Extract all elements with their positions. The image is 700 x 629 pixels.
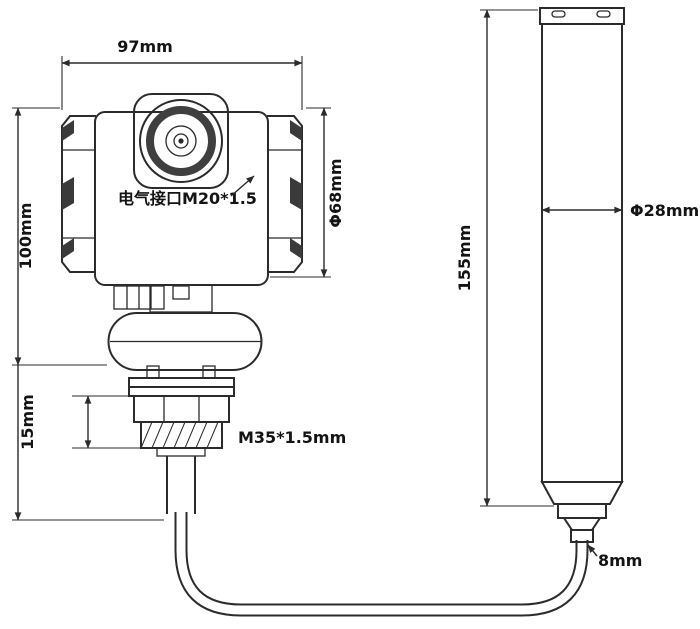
cable-core bbox=[176, 512, 587, 615]
dim-housing-diameter: Φ68mm bbox=[270, 107, 345, 278]
dim-cable-diameter: 8mm bbox=[587, 544, 642, 570]
bolt-right bbox=[202, 365, 216, 379]
dim-label-housing-diameter: Φ68mm bbox=[326, 158, 345, 227]
hex-nut bbox=[133, 395, 230, 423]
dim-label-probe-diameter: Φ28mm bbox=[630, 201, 699, 220]
cable-outer bbox=[174, 512, 589, 617]
flange-plate-lower bbox=[128, 386, 235, 397]
callout-electrical-port: 电气接口M20*1.5 bbox=[118, 175, 257, 208]
mounting-bracket bbox=[107, 312, 263, 371]
dim-connection-height: 15mm bbox=[18, 394, 140, 450]
connecting-cable bbox=[174, 512, 589, 617]
lens-ring bbox=[146, 106, 216, 176]
cap-slot-right bbox=[596, 10, 611, 18]
process-connection bbox=[128, 365, 235, 514]
dim-probe-diameter: Φ28mm bbox=[541, 201, 699, 220]
probe-figure bbox=[539, 7, 625, 543]
lens-outer-circle bbox=[139, 99, 223, 183]
thread-spec-label: M35*1.5mm bbox=[238, 428, 346, 447]
dim-probe-length: 155mm bbox=[455, 9, 554, 507]
probe-taper bbox=[540, 481, 624, 505]
dim-housing-height: 100mm bbox=[12, 107, 164, 521]
housing-left-conduit bbox=[61, 115, 96, 273]
transmitter-housing-figure bbox=[61, 93, 303, 514]
down-pipe bbox=[166, 456, 196, 514]
lens-inner-circle bbox=[165, 125, 197, 157]
dim-housing-width: 97mm bbox=[61, 37, 303, 110]
display-lens bbox=[133, 93, 229, 189]
lens-bezel bbox=[133, 93, 229, 189]
bolt-left bbox=[146, 365, 160, 379]
knurl-hatch bbox=[140, 421, 219, 449]
flange-plate-upper bbox=[128, 377, 235, 388]
probe-gland-body bbox=[557, 503, 607, 519]
housing-neck bbox=[113, 284, 213, 313]
dim-label-housing-width: 97mm bbox=[117, 37, 173, 56]
dim-label-probe-length: 155mm bbox=[455, 225, 474, 292]
dim-label-housing-height: 100mm bbox=[16, 203, 35, 270]
housing-right-conduit bbox=[267, 115, 303, 273]
electrical-port-label: 电气接口M20*1.5 bbox=[118, 189, 257, 208]
thread-step bbox=[156, 447, 206, 457]
dim-label-cable-diameter: 8mm bbox=[598, 551, 642, 570]
cable-nozzle bbox=[570, 529, 594, 543]
lens-core-circle bbox=[173, 133, 189, 149]
cap-slot-left bbox=[551, 10, 566, 18]
probe-gland-taper bbox=[562, 517, 602, 531]
lens-center-dot bbox=[178, 138, 184, 144]
probe-body bbox=[541, 23, 623, 483]
dim-label-connection-height: 15mm bbox=[18, 394, 37, 450]
